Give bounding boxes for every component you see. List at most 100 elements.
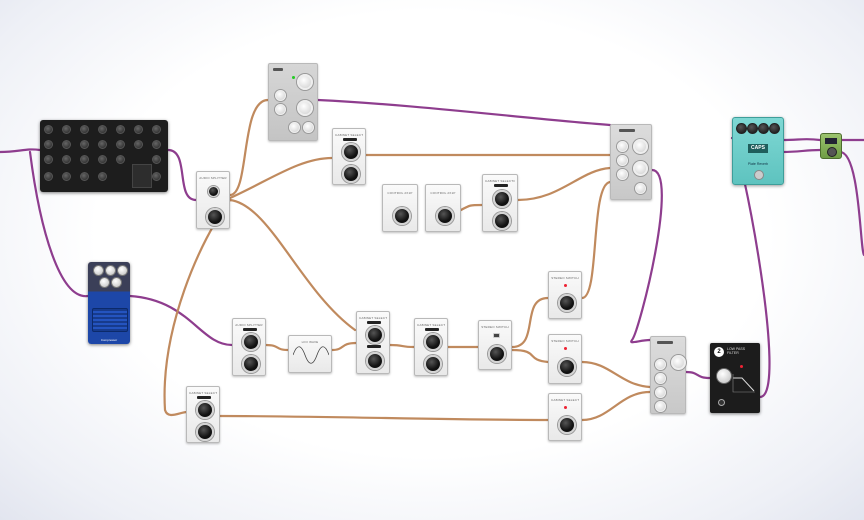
module-knob[interactable] [617,155,628,166]
cable[interactable] [218,414,550,422]
mixer-knob[interactable] [44,172,53,181]
mixer-knob[interactable] [116,155,125,164]
module-knob[interactable] [671,355,686,370]
mixer-knob[interactable] [152,172,161,181]
pedal-knob[interactable] [99,277,110,288]
module-knob[interactable] [366,352,384,370]
module-knob[interactable] [366,326,384,344]
pedal-knob[interactable] [111,277,122,288]
tuner-footswitch[interactable] [827,147,837,157]
mixer-knob[interactable] [98,125,107,134]
module-knob[interactable] [617,169,628,180]
mixer-knob[interactable] [116,125,125,134]
module-knob[interactable] [633,139,648,154]
cable[interactable] [228,198,357,332]
module-knob[interactable] [424,333,442,351]
cable[interactable] [780,138,822,142]
module-knob[interactable] [558,294,576,312]
selector-module[interactable]: Cabinet Selector [332,128,366,185]
mixer-knob[interactable] [80,172,89,181]
mixer-knob[interactable] [80,155,89,164]
mixer-knob[interactable] [134,140,143,149]
mixer-knob[interactable] [98,155,107,164]
mixer-knob[interactable] [62,140,71,149]
cable[interactable] [264,343,290,352]
cable[interactable] [388,343,416,349]
cable[interactable] [459,203,484,212]
merger-module[interactable] [650,336,686,414]
module-knob[interactable] [342,165,360,183]
switch-module[interactable]: Stereo Switch [478,320,512,370]
module-knob[interactable] [655,401,666,412]
module-knob[interactable] [196,423,214,441]
pedal-knob[interactable] [117,265,128,276]
cable[interactable] [580,180,612,300]
mixer-knob[interactable] [116,140,125,149]
module-knob[interactable] [206,208,224,226]
cable[interactable] [166,148,198,202]
input-jack[interactable] [718,399,725,406]
cable[interactable] [516,166,612,202]
module-knob[interactable] [424,355,442,373]
pedal-knob[interactable] [93,265,104,276]
pedal-knob[interactable] [747,123,758,134]
module-knob[interactable] [303,122,314,133]
module-knob[interactable] [275,104,286,115]
merger-module[interactable] [610,124,652,200]
cable[interactable] [330,341,358,352]
cable[interactable] [228,98,270,197]
compressor-pedal[interactable]: Compressor [88,262,130,344]
cutoff-knob[interactable] [716,368,732,384]
control-module[interactable]: Control 2x1P [382,184,418,232]
cable[interactable] [780,148,822,154]
pedal-knob[interactable] [758,123,769,134]
processor-module[interactable] [268,63,318,141]
plate-reverb-pedal[interactable]: CAPS Plate Reverb [732,117,784,185]
switch-module[interactable]: Cabinet Selector [548,393,582,441]
module-knob[interactable] [655,373,666,384]
mixer-knob[interactable] [62,125,71,134]
module-knob[interactable] [393,207,411,225]
pedal-knob[interactable] [105,265,116,276]
mixer-knob[interactable] [98,172,107,181]
cable[interactable] [510,296,550,349]
mixer-knob[interactable] [44,140,53,149]
switch-module[interactable]: Stereo Switch [548,271,582,319]
module-knob[interactable] [493,190,511,208]
mixer-knob[interactable] [98,140,107,149]
selector-module[interactable]: Cabinet Selector [356,311,390,374]
module-knob[interactable] [617,141,628,152]
pedal-footswitch[interactable] [754,170,764,180]
module-knob[interactable] [655,359,666,370]
module-knob[interactable] [289,122,300,133]
module-knob[interactable] [208,186,219,197]
cable[interactable] [510,348,550,364]
module-knob[interactable] [242,355,260,373]
module-knob[interactable] [297,100,313,116]
module-knob[interactable] [242,333,260,351]
mixer-knob[interactable] [152,140,161,149]
module-knob[interactable] [436,207,454,225]
mixer-knob[interactable] [62,172,71,181]
mixer-device[interactable] [40,120,168,192]
switch-module[interactable]: Stereo Switch [548,334,582,384]
cable[interactable] [228,156,334,200]
pedal-footswitch[interactable] [92,308,128,332]
mixer-knob[interactable] [152,155,161,164]
mixer-knob[interactable] [152,125,161,134]
module-knob[interactable] [655,387,666,398]
cable[interactable] [580,390,652,422]
cable[interactable] [580,360,652,389]
cable[interactable] [163,198,232,417]
module-knob[interactable] [493,212,511,230]
cable[interactable] [684,370,712,380]
module-knob[interactable] [558,416,576,434]
module-knob[interactable] [488,345,506,363]
control-module[interactable]: Control 2x1P [425,184,461,232]
module-knob[interactable] [558,358,576,376]
splitter-module[interactable]: Audio Splitter [196,171,230,229]
mixer-knob[interactable] [80,140,89,149]
cable[interactable] [838,150,864,257]
selector-module[interactable]: Cabinet Selector [414,318,448,376]
